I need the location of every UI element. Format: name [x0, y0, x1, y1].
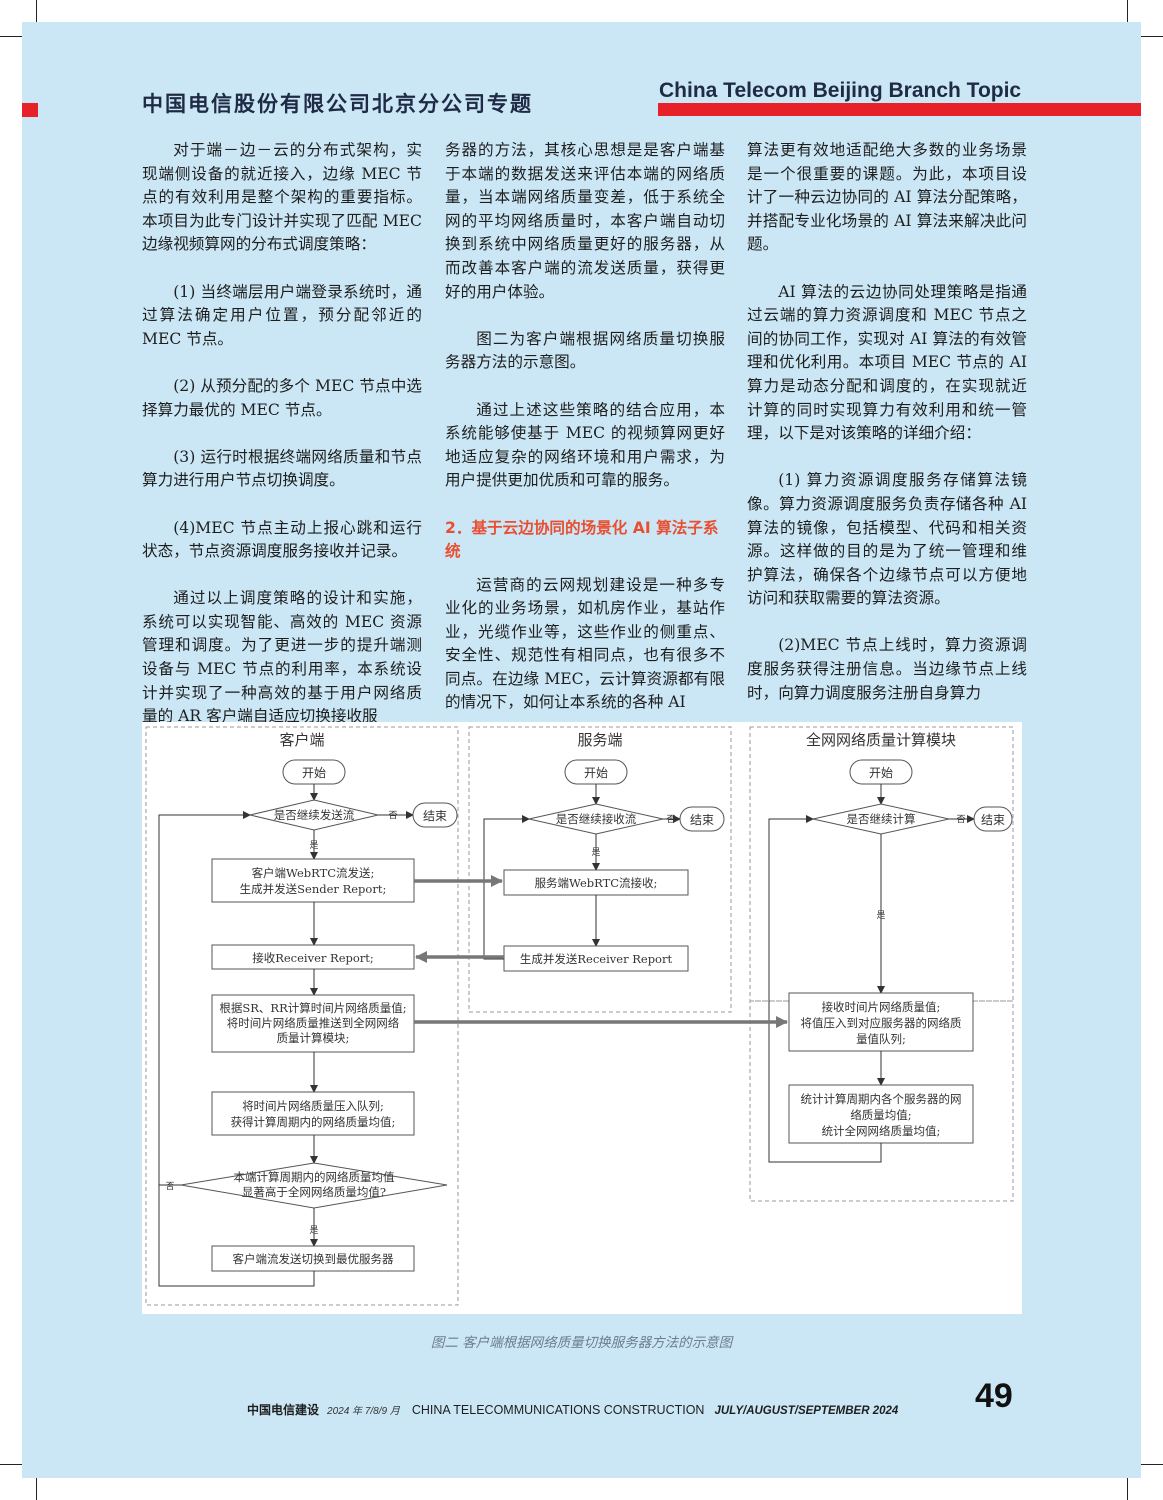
loop-line-client	[158, 811, 315, 1287]
net-box-stats-line2: 络质量均值;	[850, 1108, 911, 1122]
client-yes-label: 是	[309, 840, 318, 851]
client-box-receive-rr	[211, 944, 415, 970]
server-yes-label: 是	[591, 847, 600, 858]
net-end-label: 结束	[981, 813, 1005, 827]
header-title-cn: 中国电信股份有限公司北京分公司专题	[142, 92, 533, 116]
client-box-send-line1: 客户端WebRTC流发送;	[252, 866, 375, 880]
header-red-bar	[658, 103, 1141, 116]
client-start-label: 开始	[302, 766, 326, 780]
server-start-label: 开始	[584, 766, 608, 780]
loop-line-server	[483, 815, 530, 960]
article-column-1: 对于端－边－云的分布式架构，实现端侧设备的就近接入，边缘 MEC 节点的有效利用…	[142, 139, 422, 752]
crop-mark	[0, 1464, 22, 1465]
paragraph: (2) 从预分配的多个 MEC 节点中选择算力最优的 MEC 节点。	[142, 376, 422, 419]
server-box-receive	[503, 869, 689, 896]
lane-title-client: 客户端	[279, 731, 324, 749]
crop-mark	[0, 36, 22, 37]
net-box-stats-line3: 统计全网网络质量均值;	[822, 1124, 941, 1138]
client-end-label: 结束	[423, 809, 447, 823]
net-box-receive	[788, 992, 974, 1052]
paragraph: 务器的方法，其核心思想是是客户端基于本端的数据发送来评估本端的网络质量，当本端网…	[445, 141, 725, 301]
net-box-stats-line1: 统计计算周期内各个服务器的网	[801, 1092, 962, 1106]
section-heading: 2．基于云边协同的场景化 AI 算法子系统	[445, 518, 719, 560]
client-decision-compare-line2: 显著高于全网网络质量均值?	[242, 1185, 386, 1199]
paragraph: 图二为客户端根据网络质量切换服务器方法的示意图。	[445, 329, 725, 372]
header-red-marker	[22, 103, 38, 117]
client-box-compute	[211, 994, 415, 1053]
footer-magazine-en: CHINA TELECOMMUNICATIONS CONSTRUCTION	[411, 1403, 705, 1417]
paragraph: (1) 当终端层用户端登录系统时，通过算法确定用户位置，预分配邻近的 MEC 节…	[142, 282, 422, 348]
lane-title-server: 服务端	[577, 731, 622, 749]
paragraph: (4)MEC 节点主动上报心跳和运行状态，节点资源调度服务接收并记录。	[142, 518, 422, 561]
footer-magazine-cn: 中国电信建设	[247, 1403, 320, 1417]
client-box-compute-line2: 将时间片网络质量推送到全网网络	[227, 1016, 400, 1030]
client-box-receive-rr-label: 接收Receiver Report;	[252, 951, 374, 965]
client-no-label: 否	[388, 810, 397, 821]
crop-mark	[1127, 1478, 1128, 1500]
net-box-receive-line3: 量值队列;	[856, 1032, 906, 1046]
server-end-terminal	[679, 806, 725, 832]
client-box-queue-line1: 将时间片网络质量压入队列;	[242, 1099, 384, 1113]
flowchart-svg: 客户端 服务端 全网网络质量计算模块 开始 是否继续发送流 否 结束 是 客户端…	[145, 726, 1014, 1306]
client-no-label-2: 否	[165, 1181, 174, 1192]
net-box-receive-line2: 将值压入到对应服务器的网络质	[801, 1016, 962, 1030]
crop-mark	[1141, 36, 1163, 37]
paragraph: (1) 算力资源调度服务存储算法镜像。算力资源调度服务负责存储各种 AI 算法的…	[747, 471, 1027, 608]
net-no-label: 否	[956, 814, 965, 825]
article-column-3: 算法更有效地适配绝大多数的业务场景是一个很重要的课题。为此，本项目设计了一种云边…	[747, 139, 1027, 729]
crop-mark	[36, 0, 37, 22]
client-box-switch-label: 客户端流发送切换到最优服务器	[233, 1252, 394, 1266]
figure-caption: 图二 客户端根据网络质量切换服务器方法的示意图	[430, 1335, 733, 1351]
page-footer: 中国电信建设 2024 年 7/8/9 月 CHINA TELECOMMUNICAT…	[247, 1401, 898, 1418]
paragraph: (2)MEC 节点上线时，算力资源调度服务获得注册信息。当边缘节点上线时，向算力…	[747, 636, 1027, 702]
client-box-compute-line3: 质量计算模块;	[277, 1031, 350, 1045]
client-box-switch	[211, 1245, 415, 1272]
server-box-send-rr-label: 生成并发送Receiver Report	[520, 952, 673, 966]
paragraph: AI 算法的云边协同处理策略是指通过云端的算力资源调度和 MEC 节点之间的协同…	[747, 282, 1027, 443]
crop-mark	[1141, 1464, 1163, 1465]
header-title-en: China Telecom Beijing Branch Topic	[659, 79, 1022, 102]
paragraph: 通过上述这些策略的结合应用，本系统能够使基于 MEC 的视频算网更好地适应复杂的…	[445, 400, 725, 490]
net-box-receive-line1: 接收时间片网络质量值;	[822, 1000, 941, 1014]
paragraph: 算法更有效地适配绝大多数的业务场景是一个很重要的课题。为此，本项目设计了一种云边…	[747, 141, 1027, 254]
crop-mark	[36, 1478, 37, 1500]
footer-date-cn: 2024 年 7/8/9 月	[327, 1406, 400, 1417]
crop-mark	[1127, 0, 1128, 22]
flowchart-figure: 客户端 服务端 全网网络质量计算模块 开始 是否继续发送流 否 结束 是 客户端…	[142, 722, 1022, 1314]
client-end-terminal	[412, 802, 458, 828]
paragraph: 通过以上调度策略的设计和实施，系统可以实现智能、高效的 MEC 资源管理和调度。…	[142, 589, 422, 726]
client-decision-label: 是否继续发送流	[274, 808, 355, 822]
client-decision-compare-line1: 本端计算周期内的网络质量均值	[234, 1170, 395, 1184]
client-box-compute-line1: 根据SR、RR计算时间片网络质量值;	[219, 1001, 406, 1015]
client-box-queue-line2: 获得计算周期内的网络质量均值;	[231, 1115, 396, 1129]
paragraph: 运营商的云网规划建设是一种多专业化的业务场景，如机房作业，基站作业，光缆作业等，…	[445, 575, 725, 712]
server-box-receive-label: 服务端WebRTC流接收;	[535, 876, 658, 890]
client-yes-label-2: 是	[309, 1225, 318, 1236]
page-number: 49	[975, 1377, 1013, 1415]
net-yes-label: 是	[876, 910, 885, 921]
paragraph: (3) 运行时根据终端网络质量和节点算力进行用户节点切换调度。	[142, 447, 422, 490]
server-decision-label: 是否继续接收流	[556, 812, 637, 826]
client-box-queue	[211, 1091, 415, 1136]
client-box-send-line2: 生成并发送Sender Report;	[240, 882, 387, 896]
paragraph: 对于端－边－云的分布式架构，实现端侧设备的就近接入，边缘 MEC 节点的有效利用…	[142, 141, 422, 254]
net-end-terminal	[973, 806, 1013, 832]
lane-client	[145, 726, 459, 1306]
server-box-send-rr	[503, 945, 689, 972]
lane-network-lower	[749, 1000, 1014, 1202]
server-no-label: 否	[666, 814, 675, 825]
footer-date-en: JULY/AUGUST/SEPTEMBER 2024	[714, 1405, 899, 1417]
article-column-2: 务器的方法，其核心思想是是客户端基于本端的数据发送来评估本端的网络质量，当本端网…	[445, 139, 725, 739]
net-start-label: 开始	[869, 766, 893, 780]
net-decision-label: 是否继续计算	[847, 812, 916, 826]
net-box-stats	[788, 1084, 974, 1144]
lane-title-network: 全网网络质量计算模块	[806, 731, 956, 749]
loop-line-network	[768, 815, 882, 1163]
server-end-label: 结束	[690, 813, 714, 827]
